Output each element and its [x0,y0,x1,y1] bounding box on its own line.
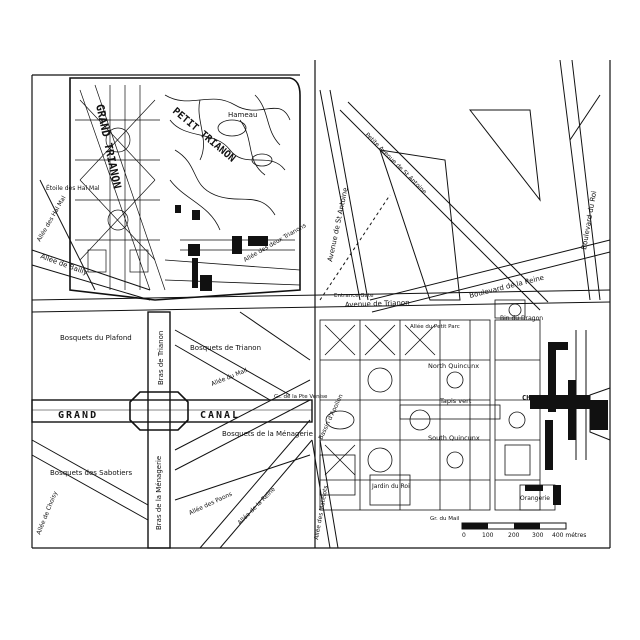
scale-tick-400: 400 métres [552,532,586,539]
scale-tick-200: 200 [508,532,520,539]
label-orangerie: Orangerie [520,495,550,502]
label-bosquets-plafond: Bosquets du Plafond [60,334,132,342]
label-avenue-de-trianon: Avenue de Trianon [345,299,410,309]
label-grand-canal-right: CANAL [200,410,240,421]
label-grand-trianon: GRAND TRIANON [93,103,124,190]
scale-bar: 0 100 200 300 400 métres [461,522,586,539]
roads [31,59,611,549]
label-entrance-gate: Entrance Gate [334,293,374,299]
label-hameau: Hameau [228,111,257,119]
label-bosquets-menagerie: Bosquets de la Ménagerie [222,430,313,438]
scale-tick-300: 300 [532,532,544,539]
scale-tick-0: 0 [462,532,466,539]
label-petite-avenue-st-antoine: Petite Avenue de St Antoine [364,131,428,195]
scale-tick-100: 100 [482,532,494,539]
label-bin-dragon: Bin du Dragon [500,315,543,322]
trianon-domain [69,77,301,301]
label-grand-canal-left: GRAND [58,410,98,421]
label-tapis-vert: Tapis vert [439,397,472,405]
label-boulevard-du-roi: Boulevard du Roi [580,190,598,250]
label-south-quincunx: South Quincunx [428,434,480,442]
label-allee-reine: Allée de la Reine [236,486,277,527]
label-bras-menagerie: Bras de la Ménagerie [155,456,163,530]
label-gr-du-mail: Gr. du Mail [430,516,460,522]
chateau-forecourt [575,330,611,460]
gardens-grid [319,299,556,511]
map-frame [31,60,611,549]
label-bras-trianon: Bras de Trianon [157,331,165,385]
label-north-quincunx: North Quincunx [428,362,479,370]
label-allee-des-hal-mal: Allée des Hal Mal [36,195,68,243]
label-allee-de-bailly: Allée de Bailly [39,252,88,276]
label-jardin-du-roi: Jardin du Roi [371,483,410,490]
label-bosquets-trianon: Bosquets de Trianon [190,344,261,352]
label-allee-paons: Allée des Paons [188,491,233,517]
label-gr-pte-venise: Gr. de la Pte Venise [274,394,328,400]
chateau-building [525,342,608,505]
label-chateau: CHATEAU [522,394,552,402]
label-allee-petit-parc: Allée du Petit Parc [410,323,460,330]
label-allee-choisy: Allée de Choisy [35,490,59,536]
label-bosquets-sabotiers: Bosquets des Sabotiers [50,469,132,477]
label-etoile: Étoile des Hal Mal [46,184,100,192]
